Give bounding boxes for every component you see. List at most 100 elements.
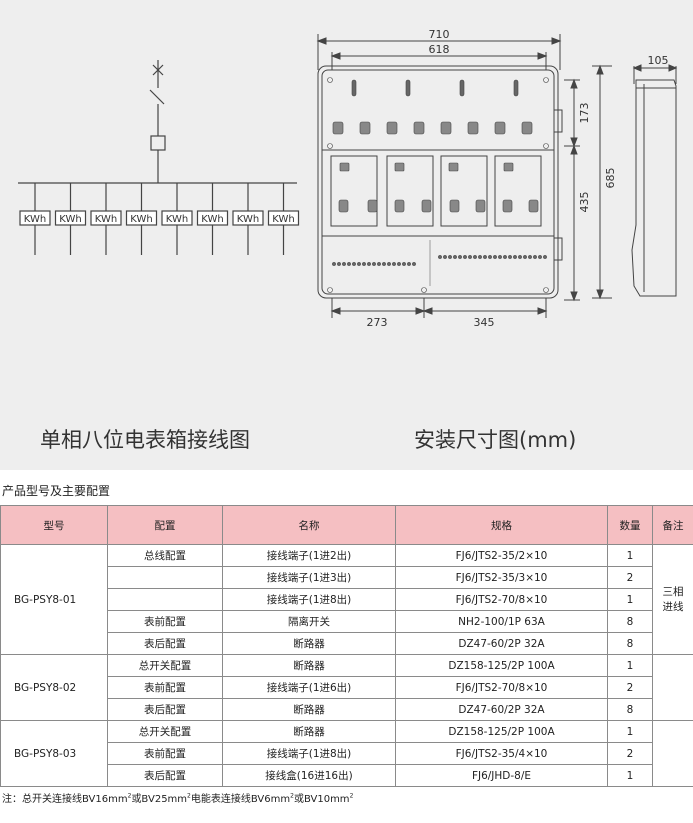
spec-cell: DZ47-60/2P 32A	[395, 698, 608, 721]
qty-cell: 8	[607, 698, 653, 721]
config-cell: 表后配置	[107, 632, 223, 655]
terminal-dot	[498, 255, 502, 259]
table-row: 表前配置 接线端子(1进6出) FJ6/JTS2-70/8×10 2	[1, 676, 693, 699]
section-title: 产品型号及主要配置	[2, 484, 111, 498]
window-latch	[405, 79, 411, 97]
kwh-meter-label: KWh	[237, 214, 259, 225]
terminal-dot	[488, 255, 492, 259]
spec-cell: FJ6/JTS2-70/8×10	[395, 676, 608, 699]
mounting-hole	[543, 287, 549, 293]
header-model: 型号	[0, 505, 108, 545]
model-cell: BG-PSY8-02	[0, 654, 108, 721]
name-cell: 隔离开关	[222, 610, 396, 633]
terminal-dot	[518, 255, 522, 259]
dim-right-upper: 173	[578, 103, 591, 124]
spec-cell: DZ158-125/2P 100A	[395, 720, 608, 743]
terminal-dot	[382, 262, 386, 266]
terminal-dot	[438, 255, 442, 259]
name-cell: 接线端子(1进3出)	[222, 566, 396, 589]
terminal-dot	[508, 255, 512, 259]
terminal-dot	[463, 255, 467, 259]
name-cell: 断路器	[222, 720, 396, 743]
name-cell: 接线端子(1进2出)	[222, 544, 396, 567]
terminal-dot	[362, 262, 366, 266]
dim-top-inner: 618	[429, 43, 450, 56]
config-cell: 总开关配置	[107, 720, 223, 743]
name-cell: 断路器	[222, 632, 396, 655]
terminal-dot	[493, 255, 497, 259]
meter-terminal	[448, 162, 459, 172]
header-qty: 数量	[607, 505, 653, 545]
spec-cell: FJ6/JTS2-35/2×10	[395, 544, 608, 567]
breaker	[394, 199, 405, 213]
table-row: BG-PSY8-02 总开关配置 断路器 DZ158-125/2P 100A 1	[0, 654, 693, 721]
meter-terminal	[394, 162, 405, 172]
table-row: BG-PSY8-03 总开关配置 断路器 DZ158-125/2P 100A 1	[0, 720, 693, 787]
spec-cell: FJ6/JTS2-35/3×10	[395, 566, 608, 589]
spec-cell: NH2-100/1P 63A	[395, 610, 608, 633]
kwh-meter-label: KWh	[166, 214, 188, 225]
terminal-dot	[513, 255, 517, 259]
header-spec: 规格	[395, 505, 608, 545]
terminal-dot	[357, 262, 361, 266]
remark-cell	[652, 654, 693, 721]
table-header-row: 型号 配置 名称 规格 数量 备注	[0, 505, 693, 545]
qty-cell: 1	[607, 544, 653, 567]
terminal-dot	[387, 262, 391, 266]
config-cell: 总线配置	[107, 544, 223, 567]
kwh-meter-label: KWh	[95, 214, 117, 225]
mounting-hole	[327, 143, 333, 149]
terminal-dot	[453, 255, 457, 259]
spec-cell: FJ6/JTS2-70/8×10	[395, 588, 608, 611]
table-row: 接线端子(1进3出) FJ6/JTS2-35/3×10 2	[1, 566, 693, 589]
spec-cell: FJ6/JTS2-35/4×10	[395, 742, 608, 765]
remark-cell: 三相进线	[652, 544, 693, 655]
header-name: 名称	[222, 505, 396, 545]
kwh-meter-label: KWh	[272, 214, 294, 225]
spec-cell: DZ158-125/2P 100A	[395, 654, 608, 677]
qty-cell: 8	[607, 610, 653, 633]
meter-terminal	[339, 162, 350, 172]
terminal-dot	[367, 262, 371, 266]
config-cell: 表前配置	[107, 742, 223, 765]
terminal-dot	[503, 255, 507, 259]
isolation-switch	[359, 121, 371, 135]
terminal-dot	[412, 262, 416, 266]
qty-cell: 1	[607, 588, 653, 611]
name-cell: 接线盒(16进16出)	[222, 764, 396, 787]
name-cell: 接线端子(1进6出)	[222, 676, 396, 699]
table-row: 表后配置 接线盒(16进16出) FJ6/JHD-8/E 1	[1, 764, 693, 787]
name-cell: 接线端子(1进8出)	[222, 742, 396, 765]
config-cell: 总开关配置	[107, 654, 223, 677]
isolation-switch	[521, 121, 533, 135]
name-cell: 接线端子(1进8出)	[222, 588, 396, 611]
spec-cell: FJ6/JHD-8/E	[395, 764, 608, 787]
isolation-switch	[332, 121, 344, 135]
window-latch	[459, 79, 465, 97]
name-cell: 断路器	[222, 698, 396, 721]
install-caption: 安装尺寸图(mm)	[414, 428, 577, 452]
kwh-meter-label: KWh	[130, 214, 152, 225]
breaker	[528, 199, 539, 213]
config-cell	[107, 588, 223, 611]
terminal-dot	[392, 262, 396, 266]
terminal-dot	[347, 262, 351, 266]
qty-cell: 2	[607, 742, 653, 765]
config-cell: 表后配置	[107, 698, 223, 721]
config-cell	[107, 566, 223, 589]
breaker	[421, 199, 432, 213]
header-remark: 备注	[652, 505, 693, 545]
breaker	[475, 199, 486, 213]
header-config: 配置	[107, 505, 223, 545]
terminal-dot	[443, 255, 447, 259]
isolation-switch	[440, 121, 452, 135]
breaker	[367, 199, 378, 213]
terminal-dot	[372, 262, 376, 266]
qty-cell: 2	[607, 676, 653, 699]
dim-depth: 105	[648, 54, 669, 67]
terminal-dot	[332, 262, 336, 266]
kwh-meter-label: KWh	[24, 214, 46, 225]
terminal-dot	[478, 255, 482, 259]
qty-cell: 1	[607, 654, 653, 677]
